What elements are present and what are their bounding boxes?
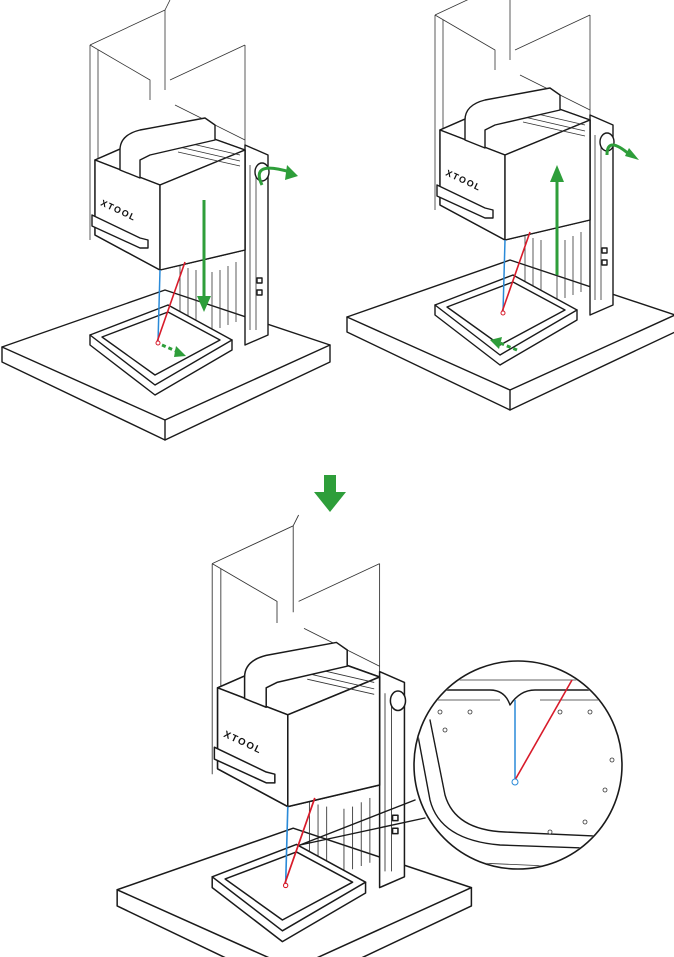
callout-pointer [299,799,426,846]
rotate-knob-arrow [605,143,639,160]
next-step-arrow [314,475,346,512]
step-2-illustration [346,0,674,411]
rotate-knob-arrow [257,165,298,186]
step-1-illustration [1,0,331,441]
device-drawing [1,0,331,441]
move-tray-arrow [490,337,518,352]
lower-housing-arrow [197,200,211,312]
move-tray-arrow [161,343,186,357]
detail-magnifier [413,660,623,870]
raise-housing-arrow [550,165,564,275]
device-drawing [346,0,674,411]
